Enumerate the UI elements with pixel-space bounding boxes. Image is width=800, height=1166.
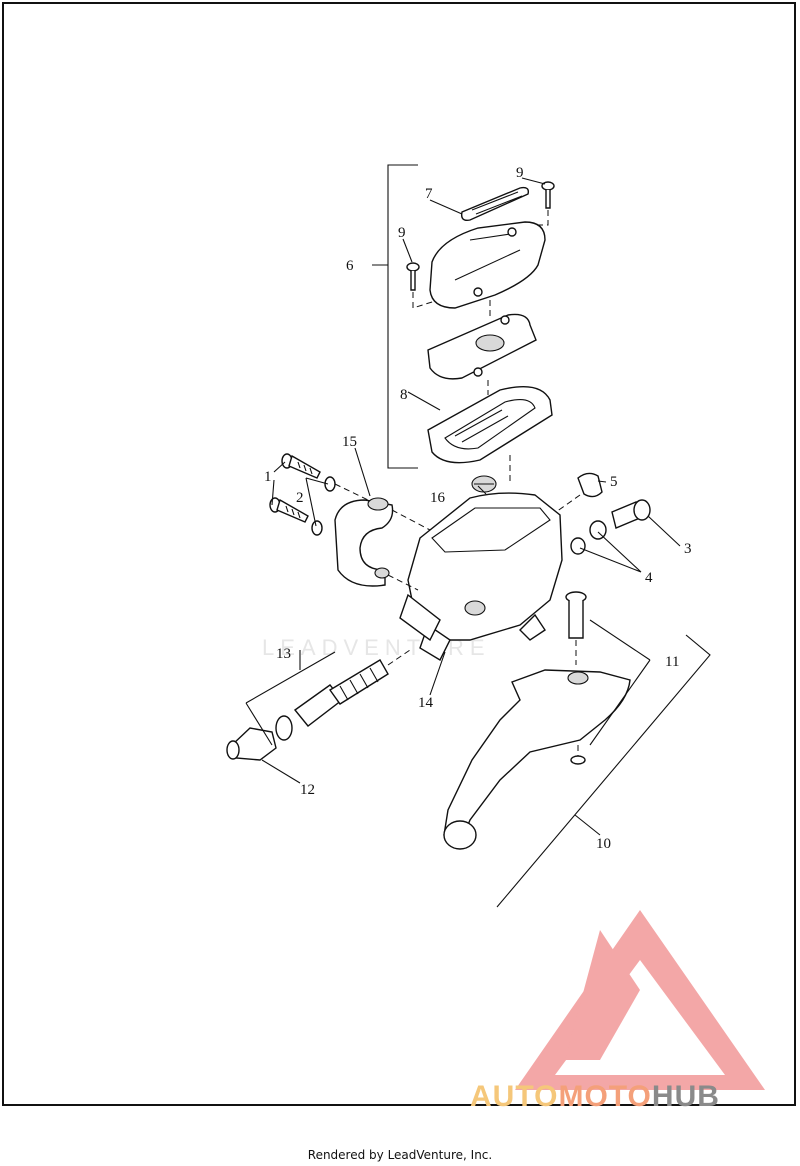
bracket-6 xyxy=(372,164,418,469)
alignment-line-5 xyxy=(555,494,581,513)
part-6-reservoir-cover xyxy=(429,221,546,309)
callout-3: 3 xyxy=(684,541,692,557)
part-10-brake-lever xyxy=(443,669,631,850)
callout-14: 14 xyxy=(418,695,434,711)
part-12-boot xyxy=(226,727,277,761)
callout-11: 11 xyxy=(665,654,679,670)
callout-6: 6 xyxy=(346,258,354,274)
callout-16: 16 xyxy=(430,490,446,506)
callout-5: 5 xyxy=(610,474,618,490)
part-4-washer-a xyxy=(589,520,607,540)
part-3-banjo-bolt xyxy=(611,499,651,529)
part-1-bolt-upper xyxy=(281,453,321,479)
brand-part-auto: AUTO xyxy=(470,1080,559,1113)
automotohub-brand-text: AUTOMOTOHUB xyxy=(470,1080,720,1114)
callout-4: 4 xyxy=(645,570,653,586)
brand-part-hub: HUB xyxy=(651,1080,720,1113)
callout-9-left: 9 xyxy=(398,225,406,241)
callout-10: 10 xyxy=(596,836,611,852)
part-8-diaphragm xyxy=(427,380,553,485)
callout-13: 13 xyxy=(276,646,291,662)
part-15-handlebar-clamp xyxy=(334,497,394,587)
callout-15: 15 xyxy=(342,434,357,450)
footer-credit: Rendered by LeadVenture, Inc. xyxy=(307,1148,493,1162)
callout-9-top: 9 xyxy=(516,165,524,181)
diagram-frame xyxy=(2,2,796,1106)
brand-part-moto: MOTO xyxy=(558,1080,652,1113)
callout-2: 2 xyxy=(296,490,304,506)
part-7-label-plate xyxy=(460,186,530,222)
part-retaining-ring xyxy=(275,715,293,741)
part-2-washer-lower xyxy=(311,520,323,536)
callout-1: 1 xyxy=(264,469,272,485)
bracket-13 xyxy=(245,650,336,746)
bracket-10-11 xyxy=(496,634,711,908)
part-9-screw-left xyxy=(406,262,471,309)
part-4-washer-b xyxy=(570,537,586,555)
part-16-vent-plug xyxy=(471,475,497,493)
part-13-piston-assembly xyxy=(293,649,411,727)
callout-7: 7 xyxy=(425,186,433,202)
callout-12: 12 xyxy=(300,782,315,798)
alignment-line-15 xyxy=(387,509,431,591)
part-diaphragm-plate xyxy=(427,300,537,380)
part-5-cap xyxy=(577,472,603,498)
callout-8: 8 xyxy=(400,387,408,403)
part-14-master-cylinder-body xyxy=(399,492,563,661)
alignment-line-1 xyxy=(334,483,369,501)
leader-lines xyxy=(261,177,681,836)
part-9-screw-top xyxy=(505,181,555,226)
part-11-pivot-pin xyxy=(565,591,587,665)
automotohub-logo-icon xyxy=(515,910,765,1090)
